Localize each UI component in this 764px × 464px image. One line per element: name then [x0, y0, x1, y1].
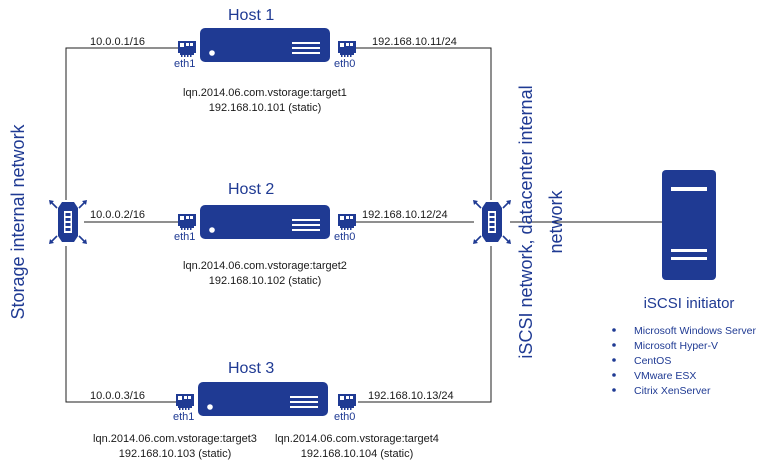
host-3-title: Host 3: [228, 360, 274, 377]
tower-server-icon: [662, 170, 716, 280]
host-1-left-port: eth1: [174, 58, 195, 70]
nic-icon: [178, 214, 196, 230]
os-list-item: CentOS: [634, 355, 671, 367]
os-list-item: VMware ESX: [634, 370, 696, 382]
host-3-iscsi-ip: 192.168.10.13/24: [368, 390, 454, 402]
iscsi-initiator: iSCSI initiator Microsoft Windows Server…: [612, 170, 756, 397]
storage-network-links: [65, 47, 178, 403]
host-2-right-port: eth0: [334, 231, 355, 243]
host-2-left-port: eth1: [174, 231, 195, 243]
host-2-target-iqn: lqn.2014.06.com.vstorage:target2: [183, 260, 347, 272]
bullet-icon: [612, 328, 616, 332]
bullet-icon: [612, 343, 616, 347]
os-list-item: Microsoft Windows Server: [634, 325, 756, 337]
host-1-title: Host 1: [228, 7, 274, 24]
host-3-left-port: eth1: [173, 411, 194, 423]
link-host1-storage: [65, 47, 178, 200]
nic-icon: [338, 394, 356, 410]
initiator-title: iSCSI initiator: [644, 295, 735, 312]
iscsi-network-label-line1: iSCSI network, datacenter internal: [516, 85, 536, 358]
os-list-item: Citrix XenServer: [634, 385, 711, 397]
storage-network-label: Storage internal network: [8, 123, 28, 319]
host-3-right-port: eth0: [334, 411, 355, 423]
host-1-storage-ip: 10.0.0.1/16: [90, 36, 145, 48]
host-3-target3-ip: 192.168.10.103 (static): [119, 448, 232, 460]
server-icon: [200, 205, 330, 239]
server-icon: [200, 28, 330, 62]
host-2-title: Host 2: [228, 181, 274, 198]
nic-icon: [338, 214, 356, 230]
os-list-item: Microsoft Hyper-V: [634, 340, 718, 352]
os-list: Microsoft Windows Server Microsoft Hyper…: [612, 325, 756, 397]
nic-icon: [176, 394, 194, 410]
host-1-target-iqn: lqn.2014.06.com.vstorage:target1: [183, 87, 347, 99]
iscsi-network-links: [356, 47, 662, 403]
host-2: Host 2 eth1 eth0 10.0.0.2/16 192.168.10.…: [90, 181, 448, 287]
host-2-iscsi-ip: 192.168.10.12/24: [362, 209, 448, 221]
host-3-target4-ip: 192.168.10.104 (static): [301, 448, 414, 460]
bullet-icon: [612, 388, 616, 392]
iscsi-network-label-line2: network: [546, 189, 566, 253]
host-1: Host 1 eth1 eth0 10.0.0.1/16 192.168.10.…: [90, 7, 457, 114]
nic-icon: [178, 41, 196, 57]
server-icon: [198, 382, 328, 416]
host-1-target-ip: 192.168.10.101 (static): [209, 102, 322, 114]
host-3: Host 3 eth1 eth0 10.0.0.3/16 192.168.10.…: [90, 360, 454, 460]
host-2-target-ip: 192.168.10.102 (static): [209, 275, 322, 287]
host-2-storage-ip: 10.0.0.2/16: [90, 209, 145, 221]
bullet-icon: [612, 373, 616, 377]
link-host1-iscsi: [356, 47, 492, 200]
link-host3-iscsi: [358, 246, 492, 403]
host-1-iscsi-ip: 192.168.10.11/24: [372, 36, 457, 48]
link-host3-storage: [65, 246, 176, 403]
nic-icon: [338, 41, 356, 57]
host-3-target3-iqn: lqn.2014.06.com.vstorage:target3: [93, 433, 257, 445]
host-1-right-port: eth0: [334, 58, 355, 70]
storage-switch-icon: [48, 199, 88, 245]
bullet-icon: [612, 358, 616, 362]
host-3-storage-ip: 10.0.0.3/16: [90, 390, 145, 402]
iscsi-switch-icon: [472, 199, 512, 245]
host-3-target4-iqn: lqn.2014.06.com.vstorage:target4: [275, 433, 439, 445]
